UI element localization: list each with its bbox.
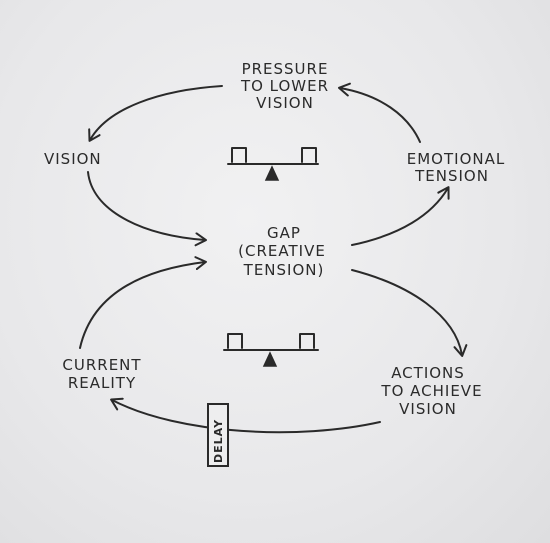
label-emotional-tension: EMOTIONAL TENSION [407, 150, 505, 185]
arrow-vision-to-gap [87, 171, 207, 247]
label-gap-creative-tension: GAP (CREATIVE TENSION) [238, 224, 326, 279]
svg-text:CURRENT: CURRENT [62, 356, 141, 374]
delay-marker: DELAY [207, 403, 229, 467]
delay-label: DELAY [212, 419, 225, 463]
svg-text:VISION: VISION [256, 94, 314, 112]
label-current-reality: CURRENT REALITY [62, 356, 141, 392]
svg-text:ACTIONS: ACTIONS [391, 364, 465, 382]
svg-text:GAP: GAP [267, 224, 301, 242]
svg-text:TO ACHIEVE: TO ACHIEVE [380, 382, 482, 400]
svg-text:REALITY: REALITY [68, 374, 136, 392]
arrow-gap-to-emotional-tension [351, 186, 450, 246]
label-pressure-to-lower-vision: PRESSURE TO LOWER VISION [240, 60, 329, 112]
arrow-gap-to-actions [351, 269, 468, 357]
svg-text:VISION: VISION [399, 400, 457, 418]
svg-text:(CREATIVE: (CREATIVE [238, 242, 326, 260]
arrow-emotional-tension-to-pressure [338, 82, 421, 143]
label-actions-to-achieve-vision: ACTIONS TO ACHIEVE VISION [380, 364, 482, 418]
svg-text:TO LOWER: TO LOWER [240, 77, 329, 95]
svg-text:TENSION: TENSION [414, 167, 489, 185]
balance-scale-icon [227, 147, 319, 181]
arrow-actions-to-current-reality [110, 397, 381, 434]
svg-text:EMOTIONAL: EMOTIONAL [407, 150, 505, 168]
svg-text:TENSION): TENSION) [243, 261, 325, 279]
svg-text:PRESSURE: PRESSURE [242, 60, 329, 78]
svg-text:VISION: VISION [44, 150, 102, 168]
delay-box [207, 403, 229, 467]
balance-scale-icon [223, 333, 319, 367]
arrow-pressure-to-vision [88, 85, 223, 142]
label-vision: VISION [44, 150, 102, 168]
arrow-current-reality-to-gap [79, 256, 207, 349]
